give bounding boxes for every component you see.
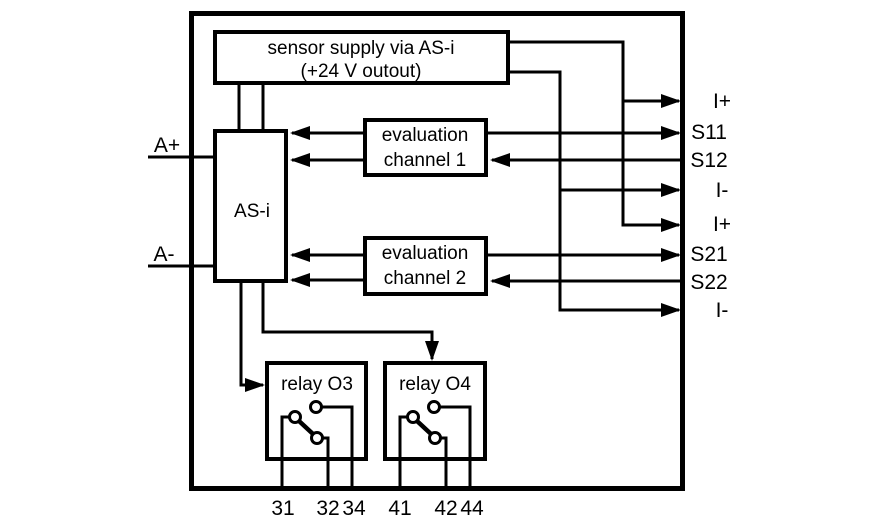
sensor-supply-label-line1: sensor supply via AS-i — [268, 38, 455, 59]
terminal-label-34: 34 — [342, 497, 366, 520]
terminal-label-iminus-2: I- — [716, 299, 729, 322]
terminal-label-a-plus: A+ — [154, 134, 180, 157]
relay-o4-terminal-41-line — [398, 415, 407, 490]
relay-o4-terminal-44-line — [439, 405, 472, 490]
sensor-supply-box — [213, 30, 510, 85]
wires — [148, 40, 683, 392]
terminal-label-s12: S12 — [690, 149, 727, 172]
terminal-label-42: 42 — [434, 497, 457, 520]
terminal-label-32: 32 — [316, 497, 339, 520]
relay-o3-terminal-34-line — [321, 405, 354, 490]
sensor-supply-label-line2: (+24 V outout) — [301, 61, 422, 82]
eval-channel-2-box — [363, 236, 488, 296]
relay-o4-open-contact — [427, 400, 441, 414]
asi-label: AS-i — [234, 201, 270, 222]
device-outer-border — [189, 11, 685, 491]
terminal-label-s22: S22 — [690, 271, 727, 294]
eval-channel-1-box — [363, 118, 488, 177]
wire-asi-to-relay-o3 — [239, 283, 265, 392]
relay-o3-contact — [280, 400, 354, 490]
terminal-label-iminus-1: I- — [716, 179, 729, 202]
relay-o4-switch-arm — [414, 418, 434, 437]
relay-o3-common-contact — [288, 410, 302, 424]
eval-channel-1-label-line2: channel 1 — [384, 150, 466, 171]
terminal-label-s11: S11 — [691, 121, 727, 144]
relay-o4-closed-contact — [428, 431, 442, 445]
relay-o3-open-contact — [309, 400, 323, 414]
relay-o4-label: relay O4 — [399, 374, 471, 395]
relay-o3-switch-arm — [296, 418, 316, 437]
relay-o4-common-contact — [406, 410, 420, 424]
terminal-label-31: 31 — [271, 497, 294, 520]
terminal-label-s21: S21 — [690, 243, 727, 266]
terminal-label-iplus-2: I+ — [713, 213, 731, 236]
terminal-label-41: 41 — [388, 497, 411, 520]
relay-o3-closed-contact — [310, 431, 324, 445]
terminal-label-iplus-1: I+ — [713, 90, 731, 113]
eval-channel-1-label-line1: evaluation — [382, 125, 469, 146]
asi-box — [213, 129, 288, 283]
relay-o4-contact — [398, 400, 472, 490]
wire-asi-to-relay-o4 — [261, 283, 439, 361]
eval-channel-2-label-line1: evaluation — [382, 243, 469, 264]
relay-o3-terminal-31-line — [280, 415, 289, 490]
eval-channel-2-label-line2: channel 2 — [384, 268, 466, 289]
terminal-label-44: 44 — [460, 497, 484, 520]
relay-o3-label: relay O3 — [281, 374, 353, 395]
terminal-label-a-minus: A- — [154, 243, 175, 266]
